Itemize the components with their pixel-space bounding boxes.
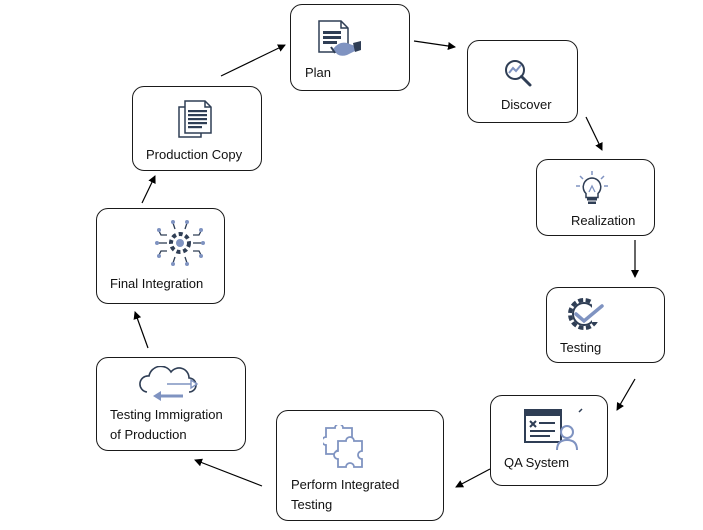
node-testing-immigration-label: Testing Immigration of Production — [110, 405, 223, 445]
gear-circuit-icon — [155, 220, 205, 266]
node-perform-integrated-testing: Perform Integrated Testing — [276, 410, 444, 521]
node-perform-integrated-testing-label: Perform Integrated Testing — [291, 475, 399, 515]
node-plan: Plan — [290, 4, 410, 91]
node-discover-label: Discover — [501, 97, 552, 112]
label-line-2: Testing — [291, 497, 333, 512]
arrow-final-integration-to-production-copy — [141, 175, 156, 204]
node-qa-system: QA System — [490, 395, 608, 486]
node-testing-immigration: Testing Immigration of Production — [96, 357, 246, 451]
node-production-copy-label: Production Copy — [146, 147, 243, 162]
node-production-copy: Production Copy — [132, 86, 262, 171]
arrow-discover-to-realization — [585, 116, 603, 151]
cloud-transfer-icon — [139, 366, 199, 401]
node-final-integration-label: Final Integration — [110, 276, 204, 291]
node-final-integration: Final Integration — [96, 208, 225, 304]
arrow-qa-system-to-perform-integrated-testing — [455, 468, 491, 488]
label-line-1: Perform Integrated — [291, 477, 400, 492]
lightbulb-icon — [576, 171, 608, 204]
node-plan-label: Plan — [305, 65, 332, 80]
arrow-perform-integrated-testing-to-testing-immigration — [194, 458, 263, 487]
node-qa-system-label: QA System — [504, 455, 570, 470]
node-discover: Discover — [467, 40, 578, 123]
handshake-document-icon — [318, 20, 361, 56]
label-line-1: Testing Immigration — [110, 407, 223, 422]
documents-icon — [178, 100, 212, 138]
document-person-icon — [524, 408, 583, 450]
node-testing-label: Testing — [560, 340, 602, 355]
puzzle-icon — [323, 425, 363, 468]
arrow-production-copy-to-plan — [220, 44, 286, 77]
gear-check-icon — [568, 298, 614, 330]
node-realization: Realization — [536, 159, 655, 236]
arrow-testing-immigration-to-final-integration — [133, 311, 149, 349]
arrow-plan-to-discover — [413, 40, 456, 50]
arrow-testing-to-qa-system — [616, 378, 636, 411]
label-line-2: of Production — [110, 427, 187, 442]
node-testing: Testing — [546, 287, 665, 363]
node-realization-label: Realization — [571, 213, 636, 228]
magnifier-chart-icon — [505, 60, 532, 87]
